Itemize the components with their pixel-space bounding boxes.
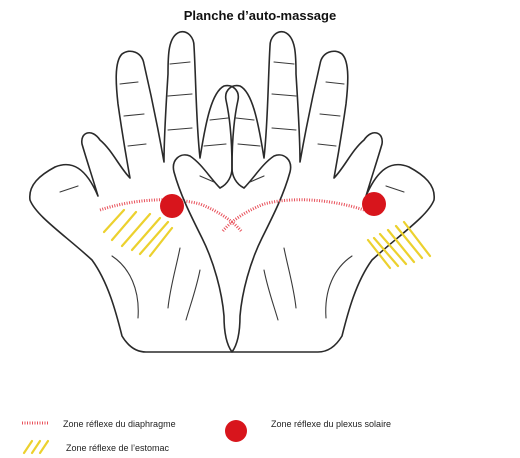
legend-stomach-label: Zone réflexe de l’estomac <box>66 443 169 453</box>
diaphragm-zone-right <box>222 200 364 232</box>
legend-solar-plexus-label: Zone réflexe du plexus solaire <box>271 419 391 429</box>
legend-stomach-swatch <box>24 441 48 453</box>
solar-plexus-left <box>160 194 184 218</box>
left-hand <box>30 32 291 352</box>
solar-plexus-right <box>362 192 386 216</box>
legend-diaphragm-label: Zone réflexe du diaphragme <box>63 419 176 429</box>
stomach-zone-right <box>368 222 430 268</box>
stomach-zone-left <box>104 210 172 256</box>
legend-plexus-swatch <box>225 420 247 442</box>
right-hand <box>173 32 434 352</box>
